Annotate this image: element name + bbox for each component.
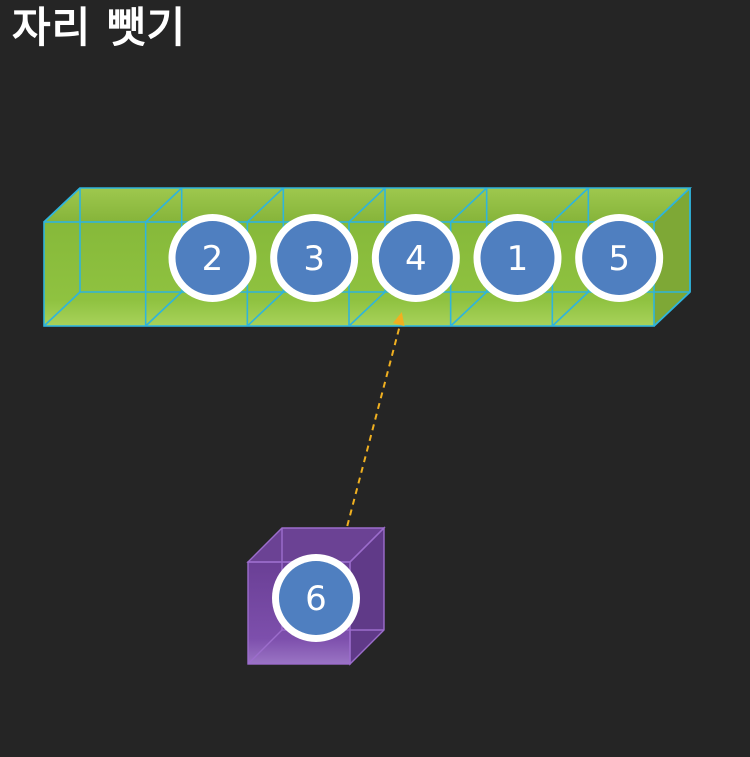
swap-arrow-head-top bbox=[392, 312, 405, 327]
ball-label: 1 bbox=[507, 239, 529, 279]
cell-divider-bottom bbox=[653, 291, 691, 327]
outside-ball bbox=[279, 561, 353, 635]
cell-divider-diagonal bbox=[348, 187, 386, 223]
cell-divider-diagonal bbox=[653, 187, 691, 223]
swap-arrow-line bbox=[341, 317, 403, 547]
page-title: 자리 뺏기 bbox=[12, 3, 187, 52]
swap-arrow bbox=[339, 312, 405, 552]
ball bbox=[480, 221, 555, 295]
cell-divider-diagonal bbox=[246, 187, 284, 223]
cell-divider-bottom bbox=[450, 291, 488, 327]
ball bbox=[277, 221, 352, 295]
array-balls: 2 3 4 1 5 bbox=[168, 214, 664, 302]
cell-divider-diagonal bbox=[450, 187, 488, 223]
ball-label: 3 bbox=[303, 239, 325, 279]
cell-divider-bottom bbox=[145, 291, 183, 327]
ball bbox=[378, 221, 453, 295]
cell-divider-bottom bbox=[348, 291, 386, 327]
cell-divider-diagonal bbox=[145, 187, 183, 223]
ball bbox=[175, 221, 250, 295]
cell-divider-bottom bbox=[246, 291, 284, 327]
ball bbox=[582, 221, 657, 295]
outside-box: 6 bbox=[246, 526, 386, 666]
cell-divider-bottom bbox=[551, 291, 589, 327]
ball-label: 4 bbox=[405, 239, 427, 279]
outside-ball-label: 6 bbox=[305, 579, 327, 619]
ball-label: 2 bbox=[202, 239, 224, 279]
cell-divider-diagonal bbox=[551, 187, 589, 223]
cell-divider-diagonal bbox=[43, 187, 81, 223]
cell-divider-bottom bbox=[43, 291, 81, 327]
ball-label: 5 bbox=[608, 239, 630, 279]
